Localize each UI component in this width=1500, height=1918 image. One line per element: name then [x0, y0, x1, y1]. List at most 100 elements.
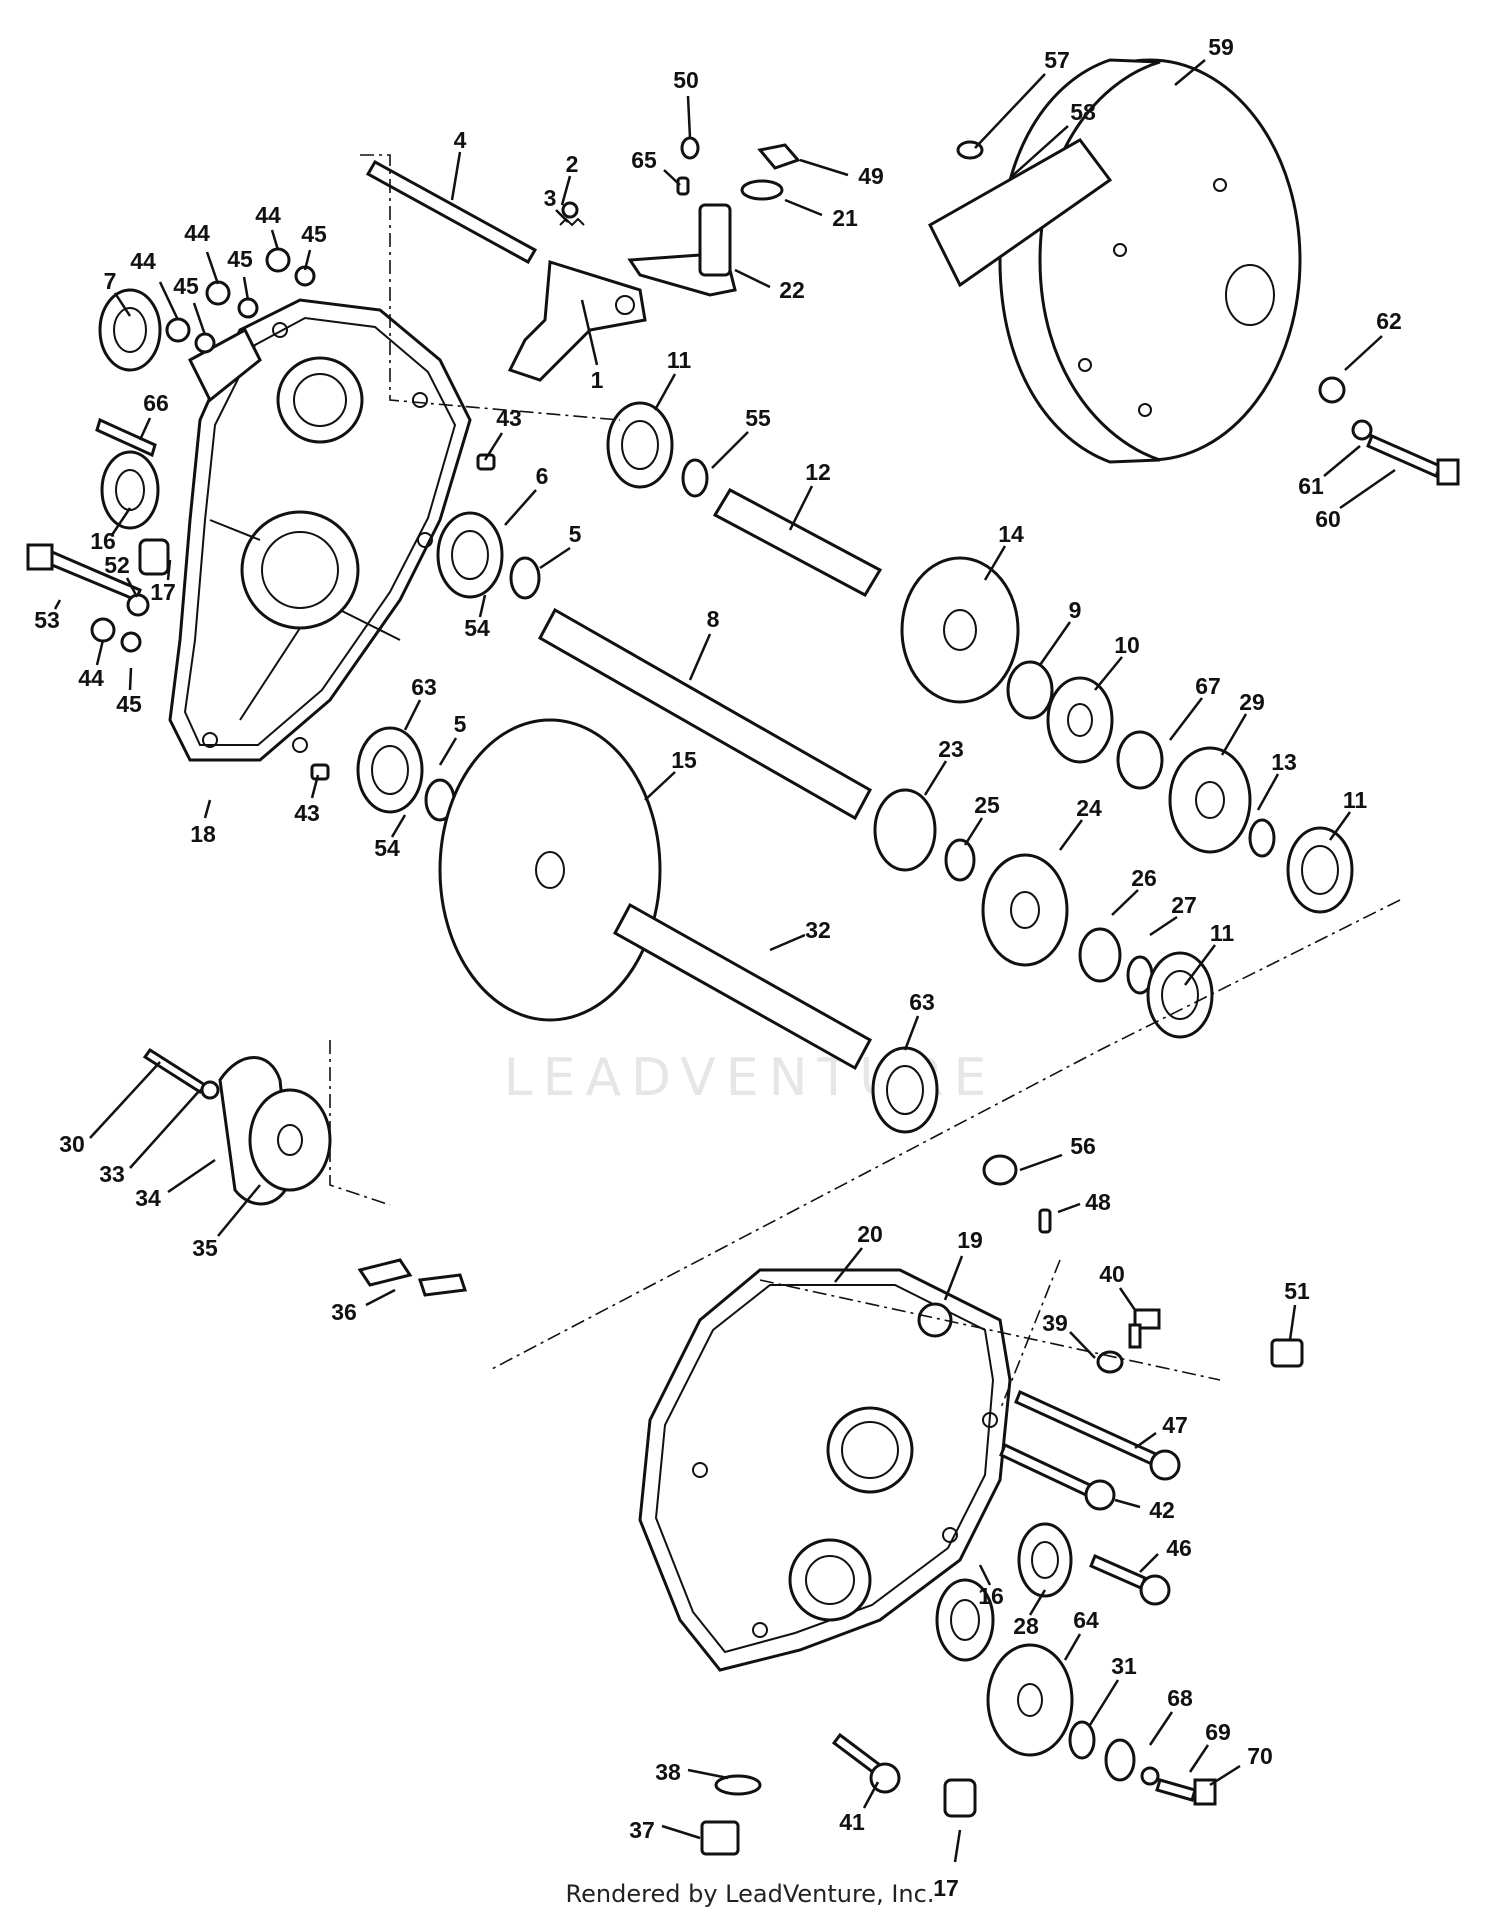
callout-p64: 64 [1063, 1607, 1099, 1661]
leader-line [303, 249, 312, 271]
part-number-label: 65 [631, 147, 657, 173]
part-number-label: 55 [745, 405, 771, 431]
leader-line [1088, 1679, 1120, 1726]
vent-48 [1038, 1208, 1052, 1234]
leader-line [663, 169, 681, 186]
leader-line [1169, 697, 1203, 741]
snap-ring-31 [1068, 1720, 1096, 1760]
gear-14 [900, 556, 1020, 704]
leader-line [438, 737, 458, 766]
part-number-label: 5 [569, 521, 582, 547]
leader-line [1114, 1498, 1141, 1509]
leader-line [478, 594, 487, 618]
part-number-label: 11 [1343, 787, 1368, 813]
washer-62 [1318, 376, 1346, 404]
oil-seal-7 [98, 288, 162, 372]
part-number-label: 22 [779, 277, 805, 303]
callout-p4: 4 [450, 127, 467, 201]
pin-65 [676, 176, 690, 196]
part-number-label: 16 [90, 528, 116, 554]
callout-p45b: 45 [227, 246, 253, 301]
part-number-label: 11 [1210, 920, 1235, 946]
leader-line [167, 1158, 216, 1194]
part-number-label: 47 [1162, 1412, 1188, 1438]
leader-line [953, 1829, 962, 1863]
callout-p66: 66 [138, 390, 169, 441]
part-number-label: 50 [673, 67, 699, 93]
callout-p59: 59 [1174, 34, 1234, 86]
gear-15 [438, 718, 662, 1022]
part-number-label: 54 [374, 835, 400, 861]
part-number-label: 48 [1085, 1189, 1111, 1215]
leader-line [784, 198, 823, 217]
gasket-39 [1096, 1350, 1124, 1374]
spacer-9 [1006, 660, 1054, 720]
leader-line [661, 1824, 701, 1840]
washer-68 [1104, 1738, 1136, 1782]
leader-line [711, 431, 749, 469]
leader-line [1139, 1553, 1159, 1573]
leader-line [403, 699, 422, 731]
leader-line [203, 799, 212, 819]
leader-line [242, 276, 250, 301]
bearing-11b [1286, 826, 1354, 914]
breather-40 [1128, 1308, 1161, 1349]
callout-p50: 50 [673, 67, 699, 139]
part-number-label: 40 [1099, 1261, 1125, 1287]
part-number-label: 2 [566, 151, 579, 177]
leader-line [688, 633, 712, 681]
callout-p5a: 5 [539, 521, 582, 570]
part-number-label: 32 [805, 917, 831, 943]
leader-line [653, 373, 677, 411]
part-number-label: 25 [974, 792, 1000, 818]
callout-p22: 22 [734, 268, 805, 303]
leader-line [390, 814, 407, 838]
leader-line [310, 774, 320, 799]
oil-seal-16-left [100, 450, 160, 530]
fitting-51 [1270, 1338, 1304, 1368]
callout-p38: 38 [655, 1759, 729, 1785]
leader-line [539, 546, 571, 570]
leader-line [769, 933, 806, 952]
part-number-label: 63 [411, 674, 437, 700]
callout-p3: 3 [544, 185, 569, 223]
gear-29 [1168, 746, 1252, 854]
leader-line [1220, 713, 1248, 756]
callout-p21: 21 [784, 198, 858, 231]
bolt-46 [1089, 1554, 1171, 1606]
callout-p43a: 43 [483, 405, 522, 461]
bearing-63a [356, 726, 424, 814]
callout-p43b: 43 [294, 774, 320, 826]
callout-p53: 53 [34, 599, 62, 633]
callout-p36: 36 [331, 1288, 396, 1325]
leader-line [1069, 1331, 1096, 1359]
leader-line [1184, 944, 1216, 986]
leader-line [113, 292, 132, 317]
needle-bearing-26 [1078, 927, 1122, 983]
leader-line [89, 1061, 161, 1139]
gear-10 [1046, 676, 1114, 764]
part-number-label: 62 [1376, 308, 1402, 334]
leader-line [1028, 1589, 1047, 1616]
part-number-label: 58 [1070, 99, 1096, 125]
part-number-label: 45 [301, 221, 327, 247]
callout-p14: 14 [983, 521, 1024, 581]
leader-line [1058, 819, 1084, 851]
leader-line [1038, 621, 1072, 666]
leader-line [1339, 468, 1396, 510]
part-number-label: 34 [135, 1185, 161, 1211]
leader-line [834, 1247, 863, 1283]
leader-line [1328, 811, 1352, 841]
part-number-label: 15 [671, 747, 697, 773]
part-number-label: 24 [1076, 795, 1102, 821]
callout-p11b: 11 [1328, 787, 1368, 841]
callout-p23: 23 [923, 736, 964, 796]
leader-line [53, 599, 62, 610]
leader-line [205, 251, 220, 285]
part-number-label: 54 [464, 615, 490, 641]
part-number-label: 7 [104, 268, 117, 294]
washer-13 [1248, 818, 1276, 858]
part-number-label: 4 [454, 127, 467, 153]
callout-p16b: 16 [978, 1564, 1004, 1609]
shift-arm-22 [627, 203, 737, 297]
